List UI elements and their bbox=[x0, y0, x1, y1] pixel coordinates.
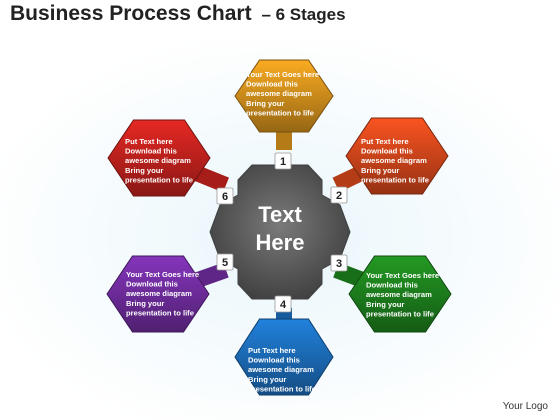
stage-2-text-line: Bring your bbox=[361, 166, 399, 175]
stage-3-text-line: Bring your bbox=[366, 300, 404, 309]
stage-3-text-line: Your Text Goes here bbox=[366, 271, 439, 280]
stage-3-text-line: Download this bbox=[366, 281, 418, 290]
logo-text: Your Logo bbox=[502, 401, 548, 412]
stage-6-text-line: awesome diagram bbox=[125, 156, 191, 165]
stage-5-hexagon bbox=[106, 255, 210, 333]
stage-4-number: 4 bbox=[280, 299, 287, 311]
stage-6-text-line: Put Text here bbox=[125, 137, 173, 146]
stage-4-number-box bbox=[274, 295, 292, 313]
stage-3-number: 3 bbox=[336, 258, 342, 270]
stage-4-text-line: Put Text here bbox=[248, 346, 296, 355]
stage-6-number-badge: 6 bbox=[216, 187, 234, 205]
page-title: Business Process Chart – 6 Stages bbox=[10, 2, 346, 26]
stage-2-text-line: Put Text here bbox=[361, 137, 409, 146]
stage-4-number-badge: 4 bbox=[274, 295, 292, 313]
stage-6-text-line: Bring your bbox=[125, 166, 163, 175]
stage-5-text-line: awesome diagram bbox=[126, 289, 192, 298]
stage-3-number-badge: 3 bbox=[330, 254, 348, 272]
stage-1-hexagon bbox=[234, 59, 334, 133]
stage-5-text-line: Bring your bbox=[126, 299, 164, 308]
stage-4-hexagon bbox=[234, 318, 334, 396]
title-main: Business Process Chart bbox=[10, 2, 252, 25]
stage-1-number-badge: 1 bbox=[274, 152, 292, 170]
stage-5-number-badge: 5 bbox=[216, 253, 234, 271]
stage-3-hexagon bbox=[348, 255, 452, 333]
stage-6-number-box bbox=[216, 187, 234, 205]
stage-2-text-line: presentation to life bbox=[361, 175, 429, 184]
stage-5-text-line: Download this bbox=[126, 280, 178, 289]
stage-1-text-line: Download this bbox=[246, 80, 298, 89]
stage-4-text-line: Download this bbox=[248, 356, 300, 365]
stage-1-number-box bbox=[274, 152, 292, 170]
stage-6-text-line: Download this bbox=[125, 147, 177, 156]
stage-4-text-line: presentation to life bbox=[248, 384, 316, 393]
center-text-line2: Here bbox=[256, 230, 305, 255]
stage-2-number-badge: 2 bbox=[330, 186, 348, 204]
stage-6-hexagon bbox=[107, 119, 211, 197]
stage-2-text-line: awesome diagram bbox=[361, 156, 427, 165]
center-hub: Text Here bbox=[209, 164, 351, 300]
stage-1-text-line: presentation to life bbox=[246, 108, 314, 117]
stage-2-number-box bbox=[330, 186, 348, 204]
stage-1-number: 1 bbox=[280, 156, 286, 168]
stage-3-number-box bbox=[330, 254, 348, 272]
stage-1-text-line: Your Text Goes here bbox=[246, 70, 319, 79]
center-text-line1: Text bbox=[258, 202, 302, 227]
stage-2-hexagon bbox=[345, 117, 449, 195]
stage-2-text-line: Download this bbox=[361, 147, 413, 156]
stage-5-text-line: Your Text Goes here bbox=[126, 270, 199, 279]
stage-4-text-line: Bring your bbox=[248, 375, 286, 384]
stage-5-text-line: presentation to life bbox=[126, 308, 194, 317]
stage-5-number: 5 bbox=[222, 257, 228, 269]
stage-3-text-line: presentation to life bbox=[366, 309, 434, 318]
stage-1-text-line: awesome diagram bbox=[246, 89, 312, 98]
stage-2-number: 2 bbox=[336, 190, 342, 202]
stage-6-text-line: presentation to life bbox=[125, 175, 193, 184]
title-stages: – 6 Stages bbox=[261, 5, 346, 24]
stage-4-text-line: awesome diagram bbox=[248, 365, 314, 374]
stage-6-number: 6 bbox=[222, 191, 228, 203]
center-gear-shape bbox=[209, 164, 351, 300]
stage-numbers-layer: 1 2 3 4 5 6 bbox=[216, 152, 348, 313]
stage-5-number-box bbox=[216, 253, 234, 271]
stage-1-text-line: Bring your bbox=[246, 99, 284, 108]
stage-3-text-line: awesome diagram bbox=[366, 290, 432, 299]
